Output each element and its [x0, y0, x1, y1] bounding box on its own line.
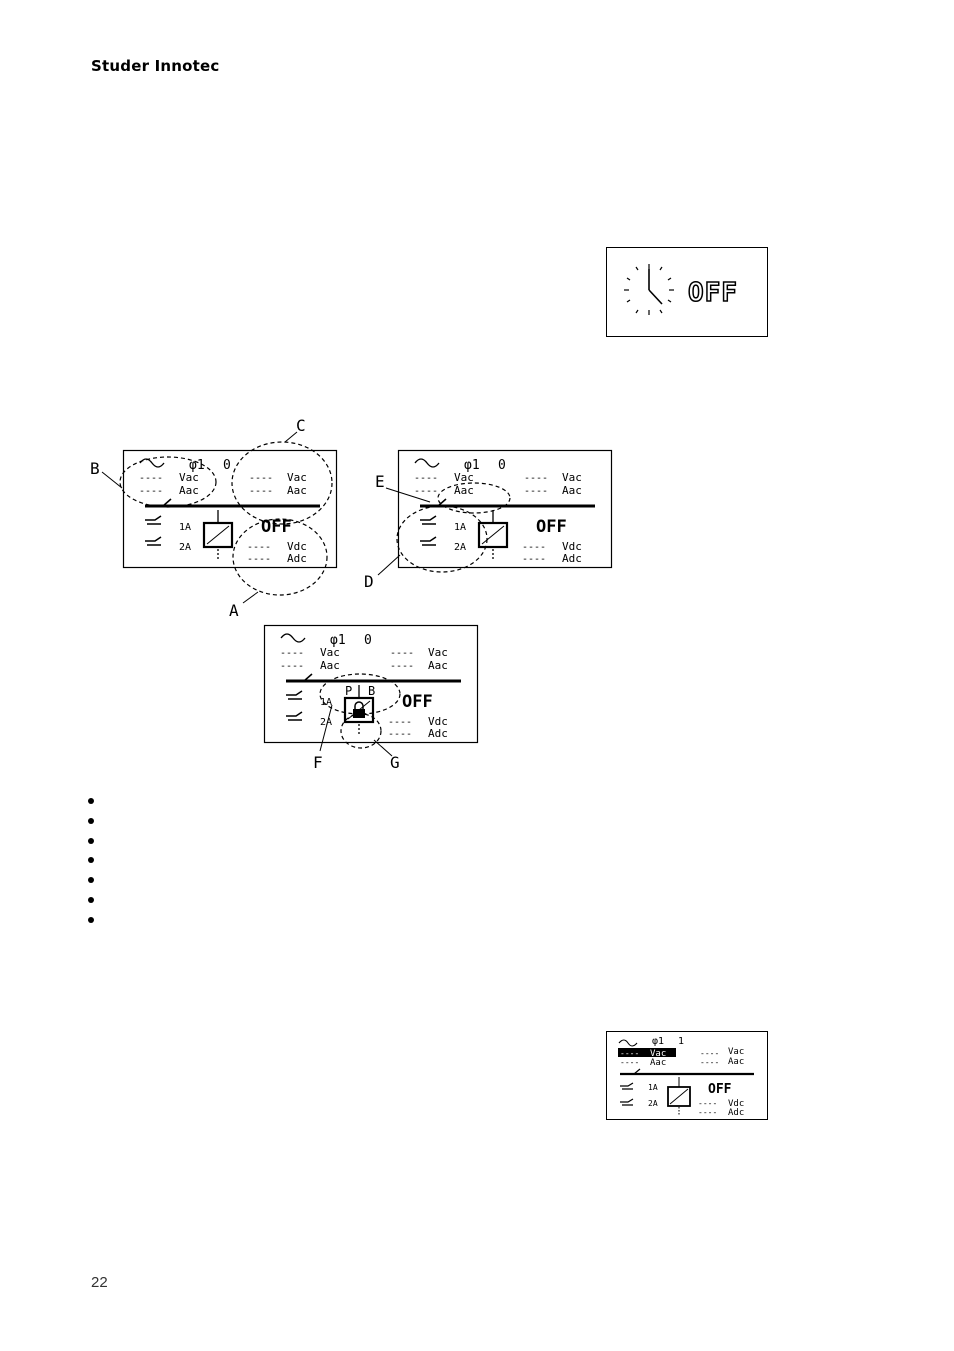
- adc-label: Adc: [428, 727, 448, 740]
- aac-out-dashes: ----: [524, 486, 548, 497]
- relay1-label: 1A: [179, 522, 191, 533]
- clock-icon: [624, 264, 674, 315]
- phase-value: 0: [223, 458, 231, 473]
- aac-out-dashes: ----: [700, 1058, 719, 1067]
- relay1-label: 1A: [320, 697, 332, 708]
- vdc-dashes: ----: [522, 542, 546, 553]
- vac-label: Vac: [179, 471, 199, 484]
- vac-out-label: Vac: [428, 646, 448, 659]
- callout-e: E: [375, 472, 385, 491]
- aac-out-label: Aac: [728, 1057, 744, 1067]
- adc-dashes: ----: [522, 554, 546, 565]
- aac-dashes: ----: [280, 661, 304, 672]
- aac-label: Aac: [454, 484, 474, 497]
- vac-out-dashes: ----: [390, 648, 414, 659]
- vac-out-label: Vac: [728, 1047, 744, 1057]
- phase-value: 0: [364, 633, 372, 648]
- vdc-label: Vdc: [728, 1099, 744, 1109]
- vdc-label: Vdc: [287, 540, 307, 553]
- aac-out-label: Aac: [562, 484, 582, 497]
- lcd-panel-small: φ1 1 ---- Vac ---- Aac ---- Vac ---- Aac…: [606, 1031, 768, 1120]
- timer-off-figure: OFF: [606, 247, 768, 337]
- phase-value: 1: [678, 1036, 684, 1047]
- aac-dashes: ----: [414, 486, 438, 497]
- phase-value: 0: [498, 458, 506, 473]
- aac-out-label: Aac: [287, 484, 307, 497]
- selected-row-highlight: [618, 1048, 676, 1057]
- vac-dashes: ----: [620, 1049, 639, 1058]
- relay2-label: 2A: [648, 1099, 658, 1108]
- aac-out-dashes: ----: [390, 661, 414, 672]
- phase-label: φ1: [330, 633, 346, 648]
- off-status: OFF: [402, 692, 433, 712]
- page-number: 22: [91, 1274, 108, 1291]
- aac-out-dashes: ----: [249, 486, 273, 497]
- callout-g: G: [390, 753, 400, 772]
- aac-label: Aac: [179, 484, 199, 497]
- callout-ellipse-a: [232, 518, 328, 596]
- vac-out-dashes: ----: [249, 473, 273, 484]
- adc-label: Adc: [728, 1108, 744, 1118]
- vac-out-dashes: ----: [524, 473, 548, 484]
- phase-label: φ1: [189, 458, 205, 473]
- relay2-label: 2A: [179, 542, 191, 553]
- callout-f: F: [313, 753, 323, 772]
- phase-label: φ1: [652, 1036, 664, 1047]
- aac-out-label: Aac: [428, 659, 448, 672]
- aac-dashes: ----: [620, 1058, 639, 1067]
- lcd-panel-2: φ1 0 ---- Vac ---- Aac ---- Vac ---- Aac…: [397, 449, 613, 569]
- adc-dashes: ----: [388, 729, 412, 740]
- vac-out-label: Vac: [562, 471, 582, 484]
- vdc-dashes: ----: [247, 542, 271, 553]
- callout-d: D: [364, 572, 374, 591]
- callout-ellipse-e: [437, 482, 511, 514]
- callout-ellipse-b: [119, 456, 217, 508]
- relay1-label: 1A: [648, 1083, 658, 1092]
- callout-ellipse-g: [340, 713, 382, 749]
- off-status: OFF: [536, 517, 567, 537]
- pb-p-label: P: [345, 684, 352, 698]
- phase-label: φ1: [464, 458, 480, 473]
- brand-header: Studer Innotec: [91, 57, 220, 75]
- callout-ellipse-f: [319, 673, 401, 715]
- vac-dashes: ----: [414, 473, 438, 484]
- vac-label: Vac: [454, 471, 474, 484]
- callout-c: C: [296, 416, 306, 435]
- vdc-label: Vdc: [562, 540, 582, 553]
- relay2-label: 2A: [454, 542, 466, 553]
- relay2-label: 2A: [320, 717, 332, 728]
- vac-label: Vac: [320, 646, 340, 659]
- adc-label: Adc: [562, 552, 582, 565]
- callout-ellipse-c: [231, 441, 333, 525]
- vdc-dashes: ----: [388, 717, 412, 728]
- pb-b-label: B: [368, 684, 375, 698]
- callout-a: A: [229, 601, 239, 620]
- vdc-label: Vdc: [428, 715, 448, 728]
- adc-label: Adc: [287, 552, 307, 565]
- vac-dashes: ----: [139, 473, 163, 484]
- aac-label: Aac: [650, 1058, 666, 1068]
- vac-label: Vac: [650, 1049, 666, 1059]
- vac-dashes: ----: [280, 648, 304, 659]
- off-label: OFF: [688, 278, 738, 308]
- adc-dashes: ----: [247, 554, 271, 565]
- lcd-panel-1: φ1 0 ---- Vac ---- Aac ---- Vac ---- Aac…: [122, 449, 338, 569]
- aac-label: Aac: [320, 659, 340, 672]
- callout-ellipse-d: [396, 505, 488, 573]
- vac-out-label: Vac: [287, 471, 307, 484]
- vdc-dashes: ----: [698, 1099, 717, 1108]
- adc-dashes: ----: [698, 1108, 717, 1117]
- relay1-label: 1A: [454, 522, 466, 533]
- off-status: OFF: [708, 1082, 732, 1097]
- vac-out-dashes: ----: [700, 1049, 719, 1058]
- aac-dashes: ----: [139, 486, 163, 497]
- callout-b: B: [90, 459, 100, 478]
